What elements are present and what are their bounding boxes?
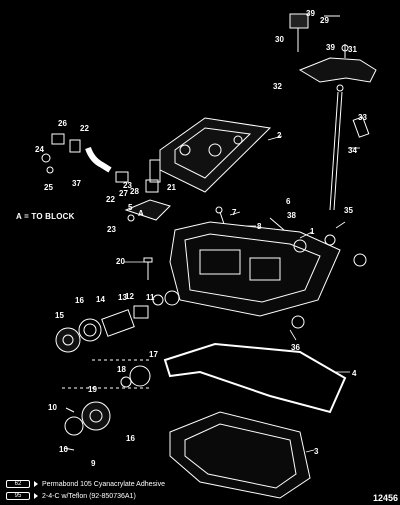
callout-21: 21	[167, 183, 176, 192]
callout-31: 31	[348, 45, 357, 54]
callout-30: 30	[275, 35, 284, 44]
legend-text: Permabond 105 Cyanacrylate Adhesive	[42, 480, 165, 488]
callout-34: 34	[348, 146, 357, 155]
callout-32: 32	[273, 82, 282, 91]
callout-6: 6	[286, 197, 291, 206]
callout-3: 3	[314, 447, 319, 456]
callout-1: 1	[310, 227, 315, 236]
callout-17: 17	[149, 350, 158, 359]
callout-23: 23	[123, 181, 132, 190]
callout-16b: 16	[126, 434, 135, 443]
callout-38: 38	[287, 211, 296, 220]
callout-15: 15	[55, 311, 64, 320]
callout-7: 7	[232, 208, 237, 217]
callout-39: 39	[306, 9, 315, 18]
callout-16: 16	[75, 296, 84, 305]
callout-11: 11	[146, 293, 155, 302]
callout-26: 26	[58, 119, 67, 128]
callout-4: 4	[352, 369, 357, 378]
grease-tube-icon: 95	[6, 492, 30, 500]
hose-fittings	[41, 133, 171, 222]
lower-cover	[169, 411, 311, 499]
callout-8: 8	[257, 222, 262, 231]
arrow-icon	[34, 481, 38, 487]
sealant-tube-icon: 62	[6, 480, 30, 488]
callout-35: 35	[344, 206, 353, 215]
bracket-assembly	[289, 13, 377, 211]
annotation-to-block: A = TO BLOCK	[16, 212, 75, 221]
marker-a: A	[138, 209, 144, 218]
gasket-plate	[159, 117, 272, 193]
callout-10b: 10	[59, 445, 68, 454]
legend-text: 2-4-C w/Teflon (92-850736A1)	[42, 492, 136, 500]
bolts	[63, 206, 285, 451]
callout-19: 19	[88, 385, 97, 394]
callout-12: 12	[125, 292, 134, 301]
callout-22: 22	[80, 124, 89, 133]
adaptor-plate	[169, 221, 367, 317]
callout-29: 29	[320, 16, 329, 25]
callout-36: 36	[291, 343, 300, 352]
callout-18: 18	[117, 365, 126, 374]
callout-39b: 39	[326, 43, 335, 52]
callout-25: 25	[44, 183, 53, 192]
callout-37: 37	[72, 179, 81, 188]
arrow-icon	[34, 493, 38, 499]
callout-24: 24	[35, 145, 44, 154]
callout-28: 28	[130, 187, 139, 196]
callout-33: 33	[358, 113, 367, 122]
callout-9: 9	[91, 459, 96, 468]
callout-22b: 22	[106, 195, 115, 204]
legend: 62 Permabond 105 Cyanacrylate Adhesive 9…	[6, 478, 165, 502]
figure-number: 12456	[372, 493, 398, 503]
callout-23b: 23	[107, 225, 116, 234]
callout-14: 14	[96, 295, 105, 304]
callout-13: 13	[118, 293, 127, 302]
leader-lines	[124, 135, 360, 453]
legend-row: 62 Permabond 105 Cyanacrylate Adhesive	[6, 478, 165, 490]
callout-2: 2	[277, 131, 282, 140]
callout-10: 10	[48, 403, 57, 412]
callout-27: 27	[119, 189, 128, 198]
callout-20: 20	[116, 257, 125, 266]
gasket-loop	[163, 342, 347, 414]
legend-row: 95 2-4-C w/Teflon (92-850736A1)	[6, 490, 165, 502]
callout-5: 5	[128, 203, 133, 212]
pump-parts	[55, 290, 305, 436]
